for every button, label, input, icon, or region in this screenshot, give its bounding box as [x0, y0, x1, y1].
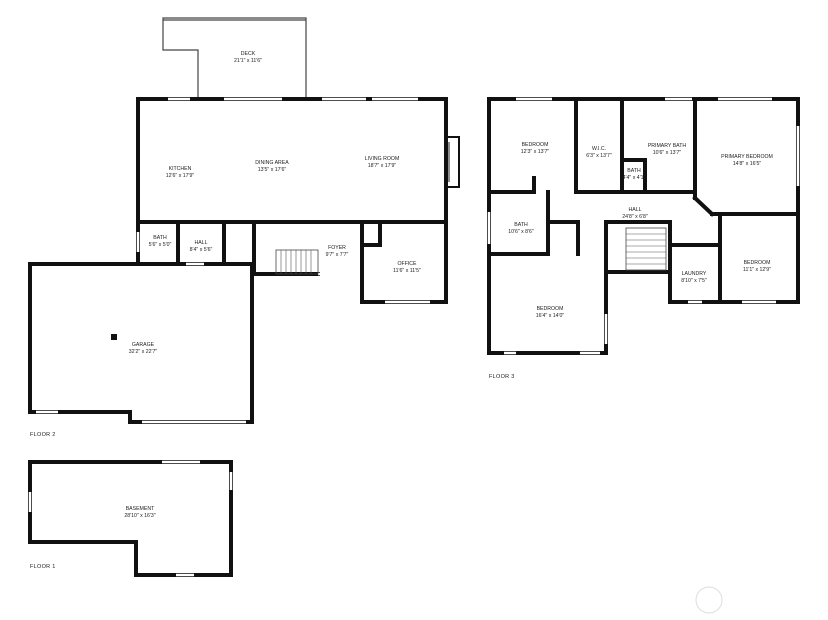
dining-size: 13'5" x 17'6" — [258, 167, 287, 173]
deck-name: DECK — [241, 51, 256, 57]
bedroom3-name: BEDROOM — [537, 306, 564, 312]
main-floor-walls — [136, 97, 460, 304]
bath2-name: BATH — [153, 235, 167, 241]
bedroom2-size: 11'1" x 12'9" — [743, 267, 771, 273]
floor-2-plan: DECK 21'1" x 11'6" KITCHEN 12'6" x 17'9"… — [28, 17, 460, 438]
deck-outline — [162, 17, 307, 99]
office-name: OFFICE — [397, 261, 417, 267]
garage-name: GARAGE — [132, 342, 155, 348]
primarybath-name: PRIMARY BATH — [648, 143, 687, 149]
hall3-size: 24'8" x 6'8" — [622, 214, 648, 220]
primarybed-size: 14'8" x 16'5" — [733, 161, 762, 167]
hall2-size: 8'4" x 5'6" — [190, 247, 213, 253]
living-name: LIVING ROOM — [365, 156, 400, 162]
bedroom3-size: 16'4" x 14'0" — [536, 313, 565, 319]
bath2-size: 5'6" x 5'0" — [149, 242, 172, 248]
stairs-floor-2 — [275, 249, 319, 275]
living-size: 18'7" x 17'9" — [368, 163, 397, 169]
floor-1-label: FLOOR 1 — [30, 564, 56, 570]
bedroom2-name: BEDROOM — [744, 260, 771, 266]
laundry-size: 8'10" x 7'5" — [681, 278, 707, 284]
kitchen-size: 12'6" x 17'9" — [166, 173, 195, 179]
foyer-size: 9'7" x 7'7" — [326, 252, 349, 258]
hall3-name: HALL — [629, 207, 642, 213]
office-size: 11'6" x 11'5" — [393, 268, 421, 274]
primarybed-name: PRIMARY BEDROOM — [721, 154, 773, 160]
laundry-name: LAUNDRY — [682, 271, 707, 277]
bedroom1-name: BEDROOM — [522, 142, 549, 148]
floor-1-plan: BASEMENT 28'10" x 16'3" FLOOR 1 — [28, 460, 233, 577]
deck-size: 21'1" x 11'6" — [234, 58, 262, 64]
basement-name: BASEMENT — [126, 506, 155, 512]
garage-walls — [28, 262, 254, 424]
basement-size: 28'10" x 16'3" — [124, 513, 155, 519]
bath3small-size: 4'4" x 4'1" — [623, 175, 646, 181]
bath3-size: 10'6" x 8'6" — [508, 229, 534, 235]
foyer-name: FOYER — [328, 245, 346, 251]
watermark-logo-icon — [695, 586, 723, 614]
wic-name: W.I.C. — [592, 146, 606, 152]
bath3small-name: BATH — [627, 168, 641, 174]
hall2-name: HALL — [195, 240, 208, 246]
floor-3-plan: BEDROOM 12'3" x 13'7" W.I.C. 6'3" x 13'7… — [487, 97, 800, 380]
kitchen-name: KITCHEN — [169, 166, 192, 172]
dining-name: DINING AREA — [255, 160, 289, 166]
floor-2-label: FLOOR 2 — [30, 432, 56, 438]
primarybath-size: 10'6" x 13'7" — [653, 150, 682, 156]
bath3-name: BATH — [514, 222, 528, 228]
floor-3-label: FLOOR 3 — [489, 374, 515, 380]
bedroom1-size: 12'3" x 13'7" — [521, 149, 550, 155]
garage-size: 32'2" x 22'7" — [129, 349, 158, 355]
wic-size: 6'3" x 13'7" — [586, 153, 612, 159]
